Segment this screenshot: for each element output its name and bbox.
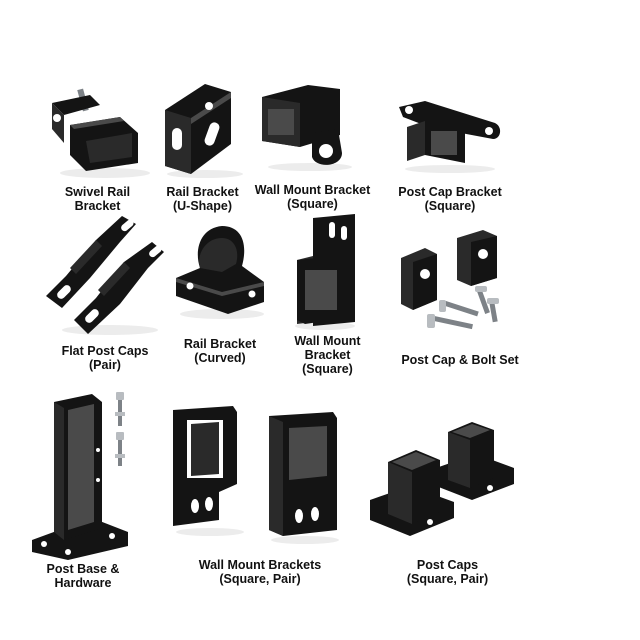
wall-mount-bracket-tall-icon — [295, 214, 355, 330]
product-label: Post Base &Hardware — [46, 562, 120, 590]
post-base-icon — [32, 392, 128, 560]
product-rail-bracket-u-shape[interactable]: Rail Bracket(U-Shape) — [155, 80, 250, 215]
product-rail-bracket-curved[interactable]: Rail Bracket(Curved) — [170, 220, 270, 370]
curved-rail-bracket-icon — [176, 226, 264, 319]
bolt-icon — [115, 392, 125, 466]
product-flat-post-caps-pair[interactable]: Flat Post Caps(Pair) — [40, 212, 170, 382]
wall-mount-brackets-pair-icon — [173, 406, 339, 544]
flat-post-caps-icon — [46, 216, 164, 335]
post-cap-bolt-set-icon — [401, 230, 499, 330]
product-label: Post Cap & Bolt Set — [401, 353, 519, 367]
swivel-rail-bracket-icon — [52, 88, 150, 178]
product-post-cap-bolt-set[interactable]: Post Cap & Bolt Set — [395, 228, 525, 373]
product-wall-mount-bracket-square-1[interactable]: Wall Mount Bracket(Square) — [250, 75, 375, 215]
wall-mount-bracket-icon — [262, 85, 352, 171]
product-label: Post Cap Bracket(Square) — [398, 185, 502, 213]
u-bracket-icon — [165, 84, 243, 178]
product-label: Wall Mount Bracket(Square) — [254, 183, 371, 211]
product-label: Wall Mount Brackets(Square, Pair) — [198, 558, 322, 586]
product-label: Post Caps(Square, Pair) — [406, 558, 489, 586]
product-wall-mount-brackets-pair[interactable]: Wall Mount Brackets(Square, Pair) — [165, 402, 355, 590]
product-post-cap-bracket-square[interactable]: Post Cap Bracket(Square) — [385, 95, 515, 215]
product-post-caps-square-pair[interactable]: Post Caps(Square, Pair) — [360, 408, 535, 590]
product-label: Rail Bracket(Curved) — [183, 337, 257, 365]
product-label: Flat Post Caps(Pair) — [61, 344, 149, 372]
product-label: Rail Bracket(U-Shape) — [166, 185, 239, 213]
bolt-icon — [427, 286, 499, 330]
product-post-base-hardware[interactable]: Post Base &Hardware — [28, 390, 138, 590]
post-cap-bracket-icon — [399, 101, 501, 173]
post-caps-pair-icon — [370, 422, 514, 536]
